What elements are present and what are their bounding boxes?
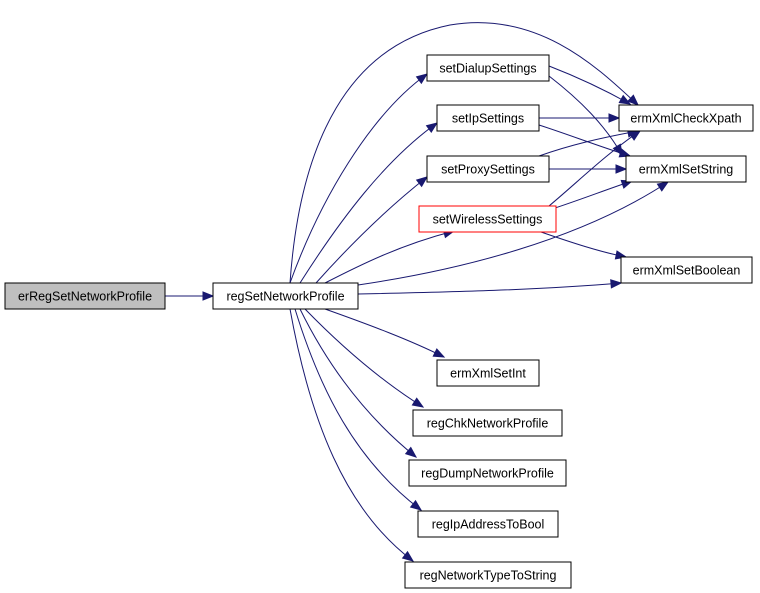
arrowhead [627, 94, 639, 106]
node-label: regIpAddressToBool [432, 518, 545, 532]
edge-line [324, 230, 455, 284]
edge-regSetNetworkProfile-to-setDialupSettings [289, 73, 429, 284]
node-setProxySettings[interactable]: setProxySettings [426, 155, 550, 183]
node-ermXmlSetBoolean[interactable]: ermXmlSetBoolean [620, 256, 753, 284]
arrowhead [628, 130, 642, 141]
edge-regSetNetworkProfile-to-ermXmlSetInt [324, 308, 446, 358]
arrowhead [618, 94, 632, 105]
arrowhead [411, 397, 425, 408]
node-label: regDumpNetworkProfile [421, 467, 554, 481]
edge-regSetNetworkProfile-to-setProxySettings [315, 176, 429, 284]
node-ermXmlSetString[interactable]: ermXmlSetString [625, 155, 747, 183]
edge-setProxySettings-to-ermXmlSetString [549, 164, 628, 174]
edge-line [289, 73, 428, 284]
node-regDumpNetworkProfile[interactable]: regDumpNetworkProfile [408, 459, 567, 487]
edge-regSetNetworkProfile-to-regNetworkTypeToString [289, 308, 415, 562]
edge-regSetNetworkProfile-to-ermXmlSetBoolean [357, 279, 623, 295]
arrowhead [404, 446, 418, 458]
edge-setWirelessSettings-to-ermXmlSetBoolean [540, 231, 628, 260]
node-ermXmlCheckXpath[interactable]: ermXmlCheckXpath [618, 104, 754, 132]
edge-regSetNetworkProfile-to-setWirelessSettings [324, 229, 456, 284]
node-box [418, 205, 557, 233]
edge-line [324, 308, 445, 358]
edge-regSetNetworkProfile-to-regChkNetworkProfile [304, 308, 425, 408]
arrowhead [415, 73, 429, 85]
node-box [417, 510, 559, 538]
node-label: ermXmlCheckXpath [630, 112, 741, 126]
arrowhead [610, 279, 623, 289]
node-label: setDialupSettings [439, 62, 536, 76]
node-label: ermXmlSetString [639, 163, 734, 177]
node-box [625, 155, 747, 183]
node-box [436, 359, 540, 387]
edge-line [538, 130, 639, 157]
edge-line [294, 308, 422, 511]
arrowhead [432, 348, 446, 358]
node-box [620, 256, 753, 284]
edge-erRegSetNetworkProfile-to-regSetNetworkProfile [165, 291, 215, 301]
arrowhead [608, 113, 621, 123]
edge-line [299, 308, 417, 458]
edge-setIpSettings-to-ermXmlSetString [538, 124, 632, 158]
node-box [426, 54, 550, 82]
node-regNetworkTypeToString[interactable]: regNetworkTypeToString [404, 561, 572, 589]
node-label: setWirelessSettings [433, 213, 543, 227]
node-label: regSetNetworkProfile [226, 290, 344, 304]
nodes-layer: erRegSetNetworkProfile regSetNetworkProfi… [4, 54, 754, 589]
node-setIpSettings[interactable]: setIpSettings [436, 104, 540, 132]
arrowhead [615, 164, 628, 174]
edge-line [289, 22, 639, 284]
node-regIpAddressToBool[interactable]: regIpAddressToBool [417, 510, 559, 538]
edge-line [548, 75, 623, 156]
edge-line [299, 122, 438, 284]
edge-line [357, 181, 669, 286]
node-erRegSetNetworkProfile[interactable]: erRegSetNetworkProfile [4, 282, 166, 310]
node-box [212, 282, 359, 310]
node-box [436, 104, 540, 132]
edge-regSetNetworkProfile-to-setIpSettings [299, 122, 439, 284]
node-label: ermXmlSetInt [450, 367, 526, 381]
edge-line [304, 308, 424, 408]
node-label: setIpSettings [452, 112, 524, 126]
edge-line [548, 130, 641, 207]
node-label: regChkNetworkProfile [427, 417, 549, 431]
arrowhead [425, 122, 439, 134]
arrowhead [401, 550, 415, 562]
edge-regSetNetworkProfile-to-ermXmlCheckXpath [289, 22, 639, 284]
edge-regSetNetworkProfile-to-regDumpNetworkProfile [299, 308, 418, 458]
edge-line [538, 124, 631, 157]
edge-line [548, 65, 631, 105]
arrowhead [656, 181, 670, 192]
node-label: regNetworkTypeToString [420, 569, 557, 583]
node-setDialupSettings[interactable]: setDialupSettings [426, 54, 550, 82]
arrowhead [202, 291, 215, 301]
edge-line [315, 176, 428, 284]
node-regSetNetworkProfile[interactable]: regSetNetworkProfile [212, 282, 359, 310]
edge-line [540, 231, 627, 258]
node-box [412, 409, 563, 437]
edge-regSetNetworkProfile-to-ermXmlSetString [357, 181, 670, 286]
edge-regSetNetworkProfile-to-regIpAddressToBool [294, 308, 423, 511]
edge-line [289, 308, 414, 562]
node-label: setProxySettings [441, 163, 535, 177]
edge-setDialupSettings-to-ermXmlCheckXpath [548, 65, 632, 105]
node-label: erRegSetNetworkProfile [18, 290, 152, 304]
node-setWirelessSettings[interactable]: setWirelessSettings [418, 205, 557, 233]
node-box [404, 561, 572, 589]
node-label: ermXmlSetBoolean [633, 264, 741, 278]
edge-setIpSettings-to-ermXmlCheckXpath [539, 113, 621, 123]
node-box [408, 459, 567, 487]
node-box [4, 282, 166, 310]
edge-line [357, 282, 622, 295]
node-box [426, 155, 550, 183]
edge-setWirelessSettings-to-ermXmlCheckXpath [548, 130, 642, 207]
node-ermXmlSetInt[interactable]: ermXmlSetInt [436, 359, 540, 387]
node-regChkNetworkProfile[interactable]: regChkNetworkProfile [412, 409, 563, 437]
arrowhead [618, 148, 632, 158]
arrowhead [415, 176, 429, 188]
arrowhead [409, 499, 423, 511]
node-box [618, 104, 754, 132]
